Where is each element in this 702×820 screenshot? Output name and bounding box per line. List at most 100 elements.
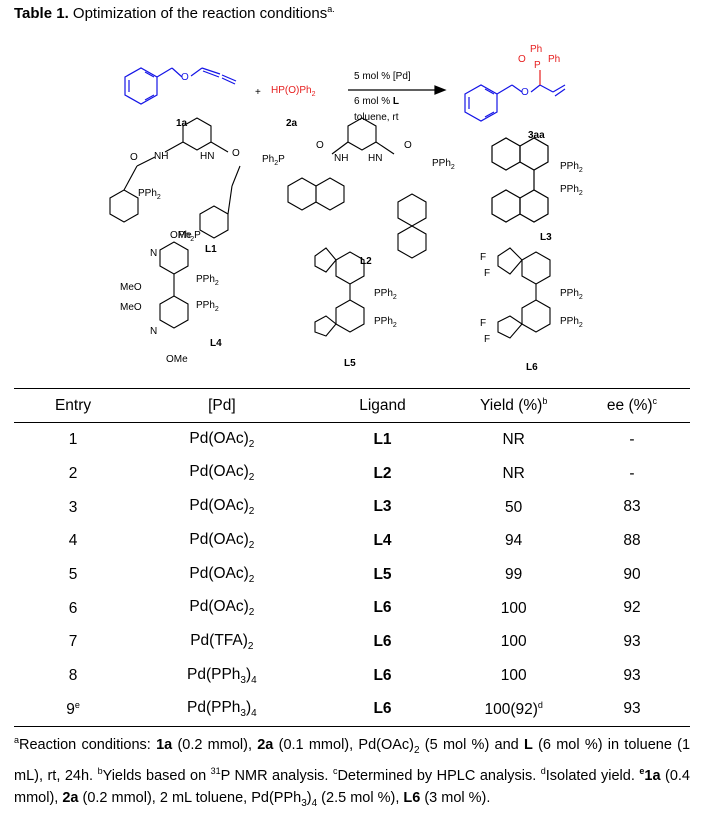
- svg-text:Ph2P: Ph2P: [178, 230, 201, 243]
- cell-entry: 4: [68, 532, 78, 550]
- cell-ee: 92: [623, 599, 641, 617]
- svg-text:O: O: [232, 148, 240, 159]
- ligand-L6-structure: [497, 247, 551, 339]
- svg-text:N: N: [150, 326, 157, 337]
- cell-yield: 50: [505, 498, 523, 516]
- svg-text:MeO: MeO: [120, 282, 142, 293]
- cell-ligand: L3: [373, 498, 392, 516]
- table-caption: Table 1. Optimization of the reaction co…: [14, 4, 335, 22]
- svg-text:O: O: [518, 54, 526, 65]
- footnote-c: cDetermined by HPLC analysis.: [332, 766, 537, 785]
- cell-entry: 2: [68, 465, 78, 483]
- reaction-scheme: O 1a + HP(O)Ph2 2a 5 mol % [Pd] 6 mol % …: [109, 44, 583, 373]
- cell-yield: 100: [500, 633, 527, 651]
- cell-ligand: L6: [373, 632, 392, 650]
- svg-text:OMe: OMe: [166, 354, 188, 365]
- svg-text:L1: L1: [205, 244, 217, 255]
- cell-pd: Pd(OAc)2: [189, 463, 255, 484]
- ligand-L2-structure: [287, 117, 427, 259]
- cell-yield: NR: [502, 465, 525, 483]
- cell-yield: 94: [505, 532, 523, 550]
- cell-entry: 8: [68, 667, 78, 685]
- header-yield: Yield (%)b: [453, 388, 574, 423]
- ligand-L4-structure: [159, 241, 189, 329]
- svg-text:OMe: OMe: [170, 230, 192, 241]
- table-footnotes: aReaction conditions: 1a (0.2 mmol), 2a …: [14, 730, 690, 814]
- svg-text:F: F: [484, 334, 490, 345]
- cell-ligand: L4: [373, 531, 392, 549]
- svg-text:Ph2P: Ph2P: [262, 154, 285, 167]
- cell-ee: 93: [623, 666, 641, 684]
- cell-pd: Pd(TFA)2: [190, 631, 254, 653]
- reactant-2a-label: 2a: [286, 118, 298, 129]
- cell-pd: Pd(OAc)2: [189, 530, 255, 551]
- cell-ee: 88: [623, 531, 641, 549]
- svg-text:O: O: [521, 87, 529, 98]
- svg-text:MeO: MeO: [120, 302, 142, 313]
- svg-text:Ph: Ph: [530, 44, 542, 55]
- reactant-1a-structure: [124, 67, 237, 105]
- header-ee: ee (%)c: [573, 388, 690, 423]
- caption-text: Optimization of the reaction conditions: [68, 5, 328, 22]
- cell-ee: 93: [623, 632, 641, 650]
- cell-entry: 1: [68, 431, 78, 449]
- condition-solvent: toluene, rt: [354, 112, 399, 123]
- cell-yield: 100(92)d: [453, 692, 574, 728]
- svg-text:O: O: [316, 140, 324, 151]
- condition-ligand: 6 mol % L: [354, 96, 399, 107]
- svg-text:Ph: Ph: [548, 54, 560, 65]
- cell-yield: 100: [500, 667, 527, 685]
- cell-yield: 99: [505, 566, 523, 584]
- reactant-2a-formula: HP(O)Ph: [271, 85, 312, 96]
- svg-text:F: F: [480, 318, 486, 329]
- table-row: 8 Pd(PPh3)4 L6 100 93: [14, 659, 690, 693]
- svg-text:O: O: [404, 140, 412, 151]
- cell-ligand: L6: [311, 692, 454, 728]
- svg-text:PPh2: PPh2: [196, 300, 219, 313]
- cell-pd: Pd(PPh3)4: [132, 692, 312, 728]
- svg-text:PPh2: PPh2: [560, 288, 583, 301]
- svg-text:HP(O)Ph2: HP(O)Ph2: [271, 85, 316, 98]
- cell-yield: 100: [500, 599, 527, 617]
- cell-pd: Pd(OAc)2: [189, 497, 255, 518]
- svg-text:PPh2: PPh2: [138, 188, 161, 201]
- svg-text:L4: L4: [210, 338, 222, 349]
- caption-mark: a.: [327, 4, 335, 14]
- svg-text:N: N: [150, 248, 157, 259]
- svg-text:PPh2: PPh2: [374, 288, 397, 301]
- header-entry: Entry: [14, 388, 133, 423]
- cell-ligand: L6: [373, 666, 392, 684]
- condition-catalyst: 5 mol % [Pd]: [354, 71, 411, 82]
- cell-pd: Pd(OAc)2: [189, 598, 255, 619]
- svg-text:PPh2: PPh2: [560, 316, 583, 329]
- svg-text:O: O: [130, 152, 138, 163]
- cell-entry: 9e: [14, 692, 133, 728]
- footnote-e: e1a (0.4 mmol), 2a (0.2 mmol), 2 mL tolu…: [14, 766, 690, 809]
- svg-text:PPh2: PPh2: [432, 158, 455, 171]
- svg-text:NH: NH: [334, 153, 348, 164]
- footnote-d: dIsolated yield.: [540, 766, 635, 785]
- svg-text:L5: L5: [344, 358, 356, 369]
- cell-ligand: L6: [373, 599, 392, 617]
- svg-text:P: P: [534, 60, 541, 71]
- svg-text:PPh2: PPh2: [560, 161, 583, 174]
- footnote-a: aReaction conditions: 1a (0.2 mmol), 2a …: [14, 735, 691, 785]
- footnote-b: bYields based on 31P NMR analysis.: [97, 766, 329, 785]
- header-pd: [Pd]: [132, 388, 312, 423]
- svg-text:HN: HN: [368, 153, 382, 164]
- svg-text:O: O: [181, 72, 189, 83]
- svg-text:F: F: [484, 268, 490, 279]
- product-3aa-structure: [464, 84, 566, 122]
- cell-ligand: L2: [373, 464, 392, 482]
- svg-text:L3: L3: [540, 232, 552, 243]
- cell-ee: 93: [573, 692, 690, 728]
- svg-text:PPh2: PPh2: [196, 274, 219, 287]
- svg-text:NH: NH: [154, 151, 168, 162]
- cell-pd: Pd(PPh3)4: [187, 665, 257, 686]
